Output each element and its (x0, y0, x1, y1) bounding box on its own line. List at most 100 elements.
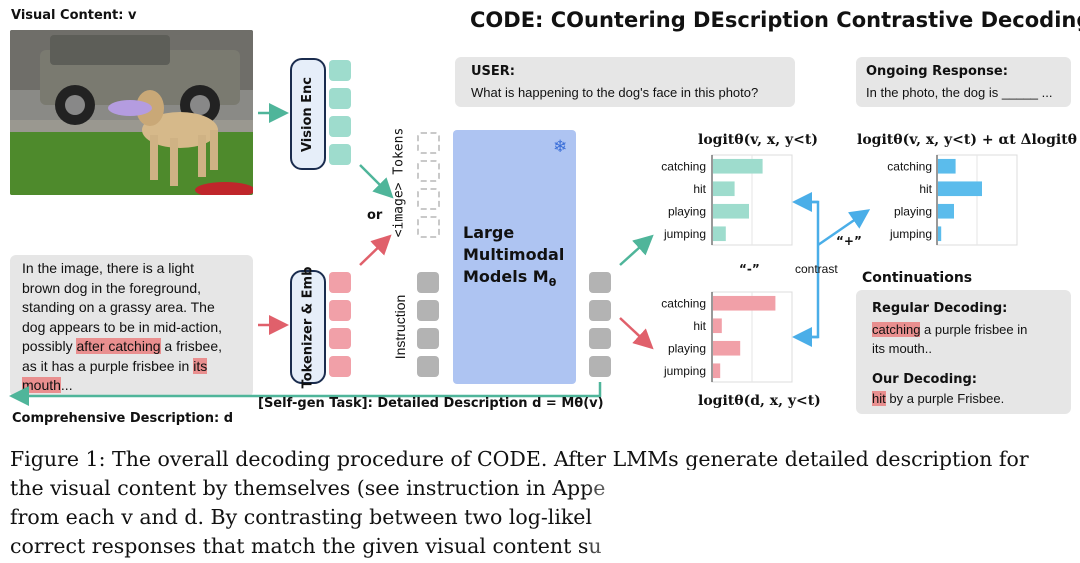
tick-label-jumping: jumping (663, 364, 706, 378)
description-line: In the image, there is a light (22, 260, 194, 276)
description-line: standing on a grassy area. The (22, 299, 215, 315)
tick-label-playing: playing (668, 204, 706, 218)
description-text: In the image, there is a light brown dog… (22, 259, 222, 396)
tick-label-catching: catching (661, 296, 706, 310)
logit-charts: catching hit playing jumping catching hit play… (661, 154, 1018, 383)
lmm-label-line: Large (463, 223, 515, 242)
lmm-label-text: Models M (463, 267, 549, 286)
tick-label-hit: hit (693, 182, 706, 196)
bar-hit (713, 318, 722, 334)
dog-photo (10, 30, 253, 195)
output-token (589, 300, 611, 321)
description-text-segment: a frisbee, (160, 338, 223, 354)
highlight-mouth: mouth (22, 377, 61, 393)
minus-label: “-” (739, 262, 760, 276)
highlight-hit: hit (872, 391, 886, 406)
instruction-token (417, 300, 439, 321)
lmm-label-line: Multimodal (463, 245, 565, 264)
text-token (329, 328, 351, 349)
caption-line: Figure 1: The overall decoding procedure… (10, 447, 1029, 471)
highlight-catching: catching (872, 322, 921, 337)
arrow-tokenizer-to-image-tokens (359, 234, 392, 266)
tick-label-catching: catching (887, 159, 932, 173)
arrows-layer (9, 103, 871, 406)
selfgen-feedback-line (9, 382, 602, 406)
regular-decoding-title: Regular Decoding: (872, 301, 1008, 316)
user-title: USER: (471, 64, 516, 79)
bar-catching (713, 295, 776, 311)
caption-fade-overlay (590, 470, 1080, 563)
figure-caption: Figure 1: The overall decoding procedure… (10, 445, 1075, 561)
arrow-lmm-to-top-chart (619, 234, 654, 266)
bar-hit (938, 181, 982, 197)
regular-decoding-line: catching a purple frisbee in (872, 320, 1027, 339)
instruction-token (417, 272, 439, 293)
text-token (329, 300, 351, 321)
description-text-segment: ... (60, 377, 73, 393)
tick-label-hit: hit (693, 319, 706, 333)
our-decoding-segment: by a purple Frisbee. (885, 391, 1005, 406)
visual-content-label: Visual Content: v (11, 8, 137, 23)
text-token (329, 272, 351, 293)
or-label: or (367, 208, 383, 223)
snowflake-icon: ❄ (553, 137, 568, 156)
description-line: as it has a purple frisbee in its (22, 357, 222, 377)
arrow-lmm-to-bottom-chart (619, 317, 654, 350)
bar-playing (713, 340, 741, 356)
vision-token (329, 60, 351, 81)
description-box (10, 255, 253, 397)
output-token (589, 328, 611, 349)
highlight-its: its (193, 357, 208, 374)
caption-line: from each v and d. By contrasting betwee… (10, 505, 592, 529)
comprehensive-description-label: Comprehensive Description: d (12, 411, 233, 426)
selfgen-task-label: [Self-gen Task]: Detailed Description d … (258, 396, 604, 411)
tick-label-jumping: jumping (663, 227, 706, 241)
instruction-token (417, 328, 439, 349)
tick-label-playing: playing (668, 341, 706, 355)
bar-playing (713, 203, 749, 219)
selfgen-task-text: [Self-gen Task]: Detailed Description d … (258, 396, 575, 411)
our-decoding-title: Our Decoding: (872, 372, 978, 387)
image-token-placeholder (417, 188, 440, 210)
tokenizer-block: Tokenizer & Emb (290, 266, 326, 388)
description-line: mouth... (22, 376, 222, 396)
description-line: dog appears to be in mid-action, (22, 318, 223, 335)
caption-line: correct responses that match the given v… (10, 534, 602, 558)
tick-label-hit: hit (919, 182, 932, 196)
output-token (589, 272, 611, 293)
selfgen-task-tail: θ(v) (574, 396, 604, 411)
description-line: brown dog in the foreground, (22, 279, 202, 296)
bar-jumping (713, 226, 726, 242)
arrow-vision-to-image-tokens (359, 164, 394, 199)
vision-token (329, 116, 351, 137)
lmm-label: Large Multimodal Models Mθ (463, 222, 573, 294)
bar-jumping (938, 226, 942, 242)
bar-catching (938, 158, 956, 174)
our-decoding-text: hit by a purple Frisbee. (872, 391, 1004, 406)
tick-label-catching: catching (661, 159, 706, 173)
arrow-contrast-to-result (817, 209, 871, 247)
vision-encoder-block: Vision Enc (290, 58, 326, 170)
continuations-box (856, 290, 1071, 414)
vision-token (329, 144, 351, 165)
text-token (329, 356, 351, 377)
ongoing-response-box (856, 57, 1071, 107)
bar-hit (713, 181, 735, 197)
logit-right-label: logitθ(v, x, y<t) + αt Δlogitθ (857, 132, 1078, 148)
figure-title: CODE: COuntering DEscription Contrastive… (470, 8, 1080, 32)
regular-decoding-segment: a purple frisbee in (920, 322, 1028, 337)
logit-bottom-label: logitθ(d, x, y<t) (698, 393, 821, 409)
user-box (455, 57, 795, 107)
image-token-placeholder (417, 160, 440, 182)
vision-token (329, 88, 351, 109)
contrast-label: contrast (795, 262, 838, 276)
ongoing-response-text: In the photo, the dog is _____ ... (866, 85, 1053, 100)
description-text-segment: possibly (22, 338, 77, 354)
lmm-label-line: Models Mθ (463, 266, 573, 294)
instruction-token (417, 356, 439, 377)
regular-decoding-line: its mouth.. (872, 341, 932, 356)
regular-decoding-text: catching a purple frisbee in its mouth.. (872, 320, 1027, 358)
user-question: What is happening to the dog's face in t… (471, 85, 759, 100)
bar-catching (713, 158, 763, 174)
plus-label: “+” (836, 234, 862, 248)
